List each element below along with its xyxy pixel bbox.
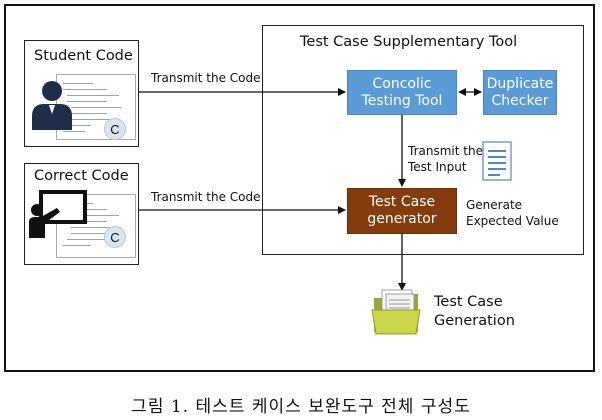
transmit-input-label-line1: Transmit the: [408, 144, 483, 158]
concolic-label-line1: Concolic: [372, 75, 432, 92]
correct-code-title: Correct Code: [34, 168, 129, 184]
generator-label-line2: generator: [367, 211, 437, 227]
correct-c-badge: C: [104, 226, 126, 248]
transmit-code-label-top: Transmit the Code: [151, 71, 261, 85]
teacher-board-icon: [29, 190, 87, 238]
figure-frame: [4, 4, 595, 372]
generate-label-line2: Expected Value: [466, 214, 559, 228]
student-c-badge: C: [104, 118, 126, 140]
folder-icon: [371, 289, 421, 335]
student-code-title: Student Code: [34, 48, 133, 64]
student-person-icon: [32, 81, 72, 130]
transmit-code-label-bottom: Transmit the Code: [151, 190, 261, 204]
generator-label-line1: Test Case: [368, 194, 436, 210]
tool-title: Test Case Supplementary Tool: [300, 34, 518, 50]
duplicate-label-line2: Checker: [491, 92, 549, 109]
figure-caption: 그림 1. 테스트 케이스 보완도구 전체 구성도: [131, 397, 471, 417]
generate-label-line1: Generate: [466, 198, 523, 212]
output-label-line2: Generation: [434, 313, 515, 329]
transmit-input-label-line2: Test Input: [408, 160, 467, 174]
document-icon: [482, 141, 512, 181]
concolic-label-line2: Testing Tool: [361, 92, 443, 109]
duplicate-label-line1: Duplicate: [486, 75, 554, 92]
output-label-line1: Test Case: [434, 294, 503, 310]
